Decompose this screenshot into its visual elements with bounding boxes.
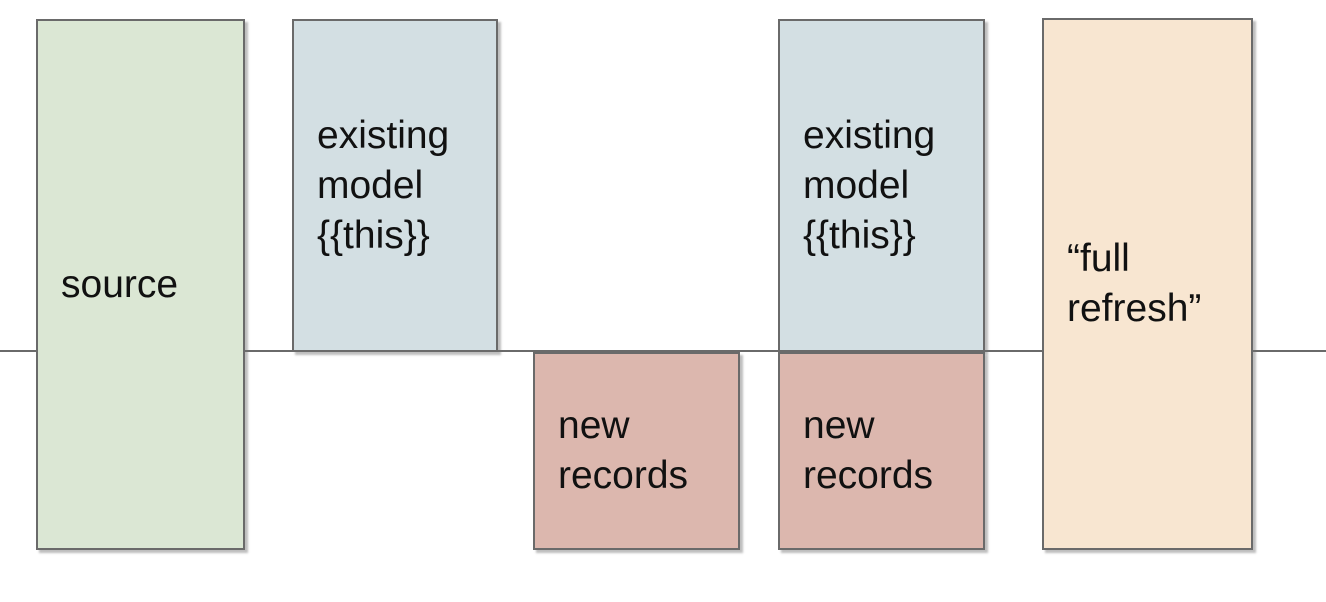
existing-model-label-2: existing model {{this}} [803, 113, 936, 257]
existing-model-box-2: existing model {{this}} [778, 19, 985, 352]
baseline-divider [0, 350, 1326, 352]
new-records-box-1: new records [533, 352, 740, 550]
existing-model-label-1: existing model {{this}} [317, 113, 450, 257]
full-refresh-box: “full refresh” [1042, 18, 1253, 550]
new-records-box-2: new records [778, 352, 985, 550]
new-records-label-2: new records [803, 404, 934, 497]
full-refresh-label: “full refresh” [1067, 237, 1202, 330]
new-records-label-1: new records [558, 404, 689, 497]
existing-model-box-1: existing model {{this}} [292, 19, 498, 352]
source-label: source [61, 262, 179, 306]
source-box: source [36, 19, 245, 550]
